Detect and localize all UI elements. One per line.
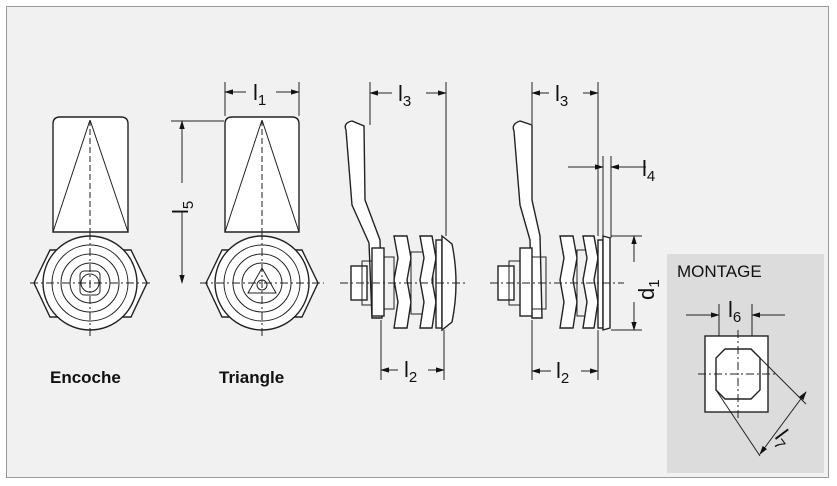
dim-l1: l1: [224, 78, 300, 116]
dim-l1-base: l: [253, 80, 258, 105]
svg-text:d1: d1: [634, 279, 663, 300]
dim-l2-second-sub: 2: [561, 370, 569, 387]
dim-l2-second-base: l: [556, 358, 561, 383]
dim-d1: d1: [611, 235, 663, 331]
mounting-panel: MONTAGE l6 l7: [667, 254, 824, 473]
svg-text:l4: l4: [642, 156, 655, 185]
caption-slot: Encoche: [50, 368, 121, 387]
dim-l2-first-sub: 2: [409, 369, 417, 386]
svg-text:l2: l2: [556, 358, 569, 387]
side-view-lever-2: [490, 120, 624, 331]
dim-l1-sub: 1: [258, 92, 266, 109]
caption-triangle: Triangle: [219, 368, 284, 387]
svg-text:l6: l6: [728, 297, 741, 326]
svg-text:l1: l1: [253, 80, 266, 109]
dim-l4-base: l: [642, 156, 647, 181]
dim-d1-base: d: [634, 288, 659, 300]
svg-text:l3: l3: [555, 81, 568, 110]
svg-text:l2: l2: [404, 357, 417, 386]
dim-d1-sub: 1: [646, 279, 663, 287]
dim-l3-second-base: l: [555, 81, 560, 106]
dim-l2-first-base: l: [404, 357, 409, 382]
dim-l5: l5: [168, 120, 224, 284]
dim-l6-base: l: [728, 297, 733, 322]
dim-l3-second-sub: 3: [560, 93, 568, 110]
dim-l4: l4: [568, 156, 655, 238]
svg-text:l3: l3: [398, 81, 411, 110]
mounting-title: MONTAGE: [677, 262, 762, 281]
dim-l2-second: l2: [531, 320, 599, 387]
side-view-lever-1: [340, 120, 468, 332]
front-view-triangle: [200, 116, 324, 336]
dim-l4-sub: 4: [647, 168, 655, 185]
dim-l3-first-sub: 3: [403, 93, 411, 110]
dim-l3-first: l3: [369, 80, 447, 236]
svg-text:l5: l5: [168, 201, 197, 214]
dim-l6-sub: 6: [733, 309, 741, 326]
dim-l2-first: l2: [380, 320, 445, 386]
front-view-slot: [30, 116, 152, 336]
dim-l5-sub: 5: [180, 201, 197, 209]
dim-l3-first-base: l: [398, 81, 403, 106]
dim-l3-second: l3: [531, 80, 599, 236]
dim-l5-base: l: [168, 209, 193, 214]
